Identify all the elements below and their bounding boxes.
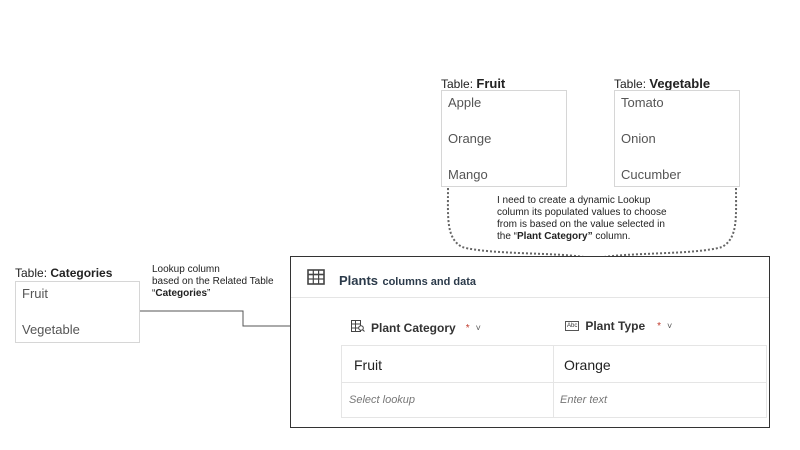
lookup-column-icon	[351, 319, 365, 337]
vegetable-item-tomato: Tomato	[621, 95, 664, 110]
plants-title: Plants columns and data	[339, 272, 476, 290]
text-column-icon: Abc	[565, 321, 580, 331]
required-asterisk: *	[657, 320, 662, 332]
enter-text-input[interactable]: Enter text	[554, 383, 767, 418]
lookup-note-quote-close: ”	[207, 288, 211, 299]
chevron-down-icon[interactable]: ˅	[667, 321, 673, 331]
plants-header: Plants columns and data	[291, 257, 769, 298]
plants-grid: Fruit Orange Select lookup Enter text	[341, 345, 767, 418]
vegetable-item-cucumber: Cucumber	[621, 167, 681, 182]
lookup-note-line1: Lookup column	[152, 264, 220, 275]
select-lookup-placeholder: Select lookup	[349, 394, 416, 406]
dynamic-note-line2: column its populated values to choose	[497, 207, 667, 218]
cell-plant-category-value[interactable]: Fruit	[341, 346, 554, 383]
dynamic-note-line1: I need to create a dynamic Lookup	[497, 195, 651, 206]
fruit-item-mango: Mango	[448, 167, 488, 182]
lookup-note-quote-open: “	[152, 288, 156, 299]
lookup-note-line3: “Categories”	[152, 288, 292, 300]
column-header-plant-type[interactable]: Abc Plant Type * ˅	[565, 319, 672, 333]
plant-type-value: Orange	[564, 357, 611, 373]
categories-table-title: Table: Categories	[15, 266, 112, 280]
categories-item-fruit: Fruit	[22, 286, 48, 301]
fruit-item-apple: Apple	[448, 95, 482, 110]
fruit-item-orange: Orange	[448, 131, 492, 146]
vegetable-item-onion: Onion	[621, 131, 656, 146]
lookup-note-line2: based on the Related Table	[152, 276, 274, 287]
enter-text-placeholder: Enter text	[560, 394, 608, 406]
fruit-table-box: Apple Orange Mango	[441, 90, 567, 187]
dynamic-note-line4-col: Plant Category”	[517, 231, 593, 242]
dynamic-lookup-note: I need to create a dynamic Lookup column…	[497, 195, 707, 243]
categories-item-vegetable: Vegetable	[22, 322, 80, 337]
fruit-table-name: Fruit	[476, 76, 506, 91]
plant-type-label: Plant Type	[585, 319, 646, 333]
vegetable-table-name: Vegetable	[649, 76, 711, 91]
categories-table-box: Fruit Vegetable	[15, 281, 140, 343]
cell-plant-type-value[interactable]: Orange	[554, 346, 767, 383]
plant-category-value: Fruit	[354, 357, 382, 373]
column-header-plant-category[interactable]: Plant Category * ˅	[351, 319, 481, 337]
categories-table-prefix: Table:	[15, 266, 48, 280]
vegetable-table-box: Tomato Onion Cucumber	[614, 90, 740, 187]
fruit-table-prefix: Table:	[441, 77, 474, 91]
dynamic-note-line4-prefix: the “	[497, 231, 518, 242]
select-lookup-input[interactable]: Select lookup	[341, 383, 554, 418]
dynamic-note-line3: from is based on the value selected in	[497, 219, 665, 230]
dynamic-note-line4-suffix: column.	[592, 231, 631, 242]
table-grid-icon	[307, 269, 325, 290]
plants-title-rest: columns and data	[382, 276, 476, 288]
plants-title-main: Plants	[339, 273, 379, 288]
dynamic-note-line4: the “Plant Category” column.	[497, 231, 707, 243]
vegetable-table-title: Table: Vegetable	[614, 76, 710, 91]
plant-category-label: Plant Category	[371, 321, 456, 335]
lookup-note-table: Categories	[155, 288, 208, 299]
fruit-table-title: Table: Fruit	[441, 76, 505, 91]
vegetable-table-prefix: Table:	[614, 77, 647, 91]
categories-table-name: Categories	[50, 266, 113, 280]
plants-panel: Plants columns and data Plant Category *…	[290, 256, 770, 428]
chevron-down-icon[interactable]: ˅	[475, 323, 481, 333]
required-asterisk: *	[465, 322, 470, 334]
lookup-column-note: Lookup column based on the Related Table…	[152, 264, 292, 300]
